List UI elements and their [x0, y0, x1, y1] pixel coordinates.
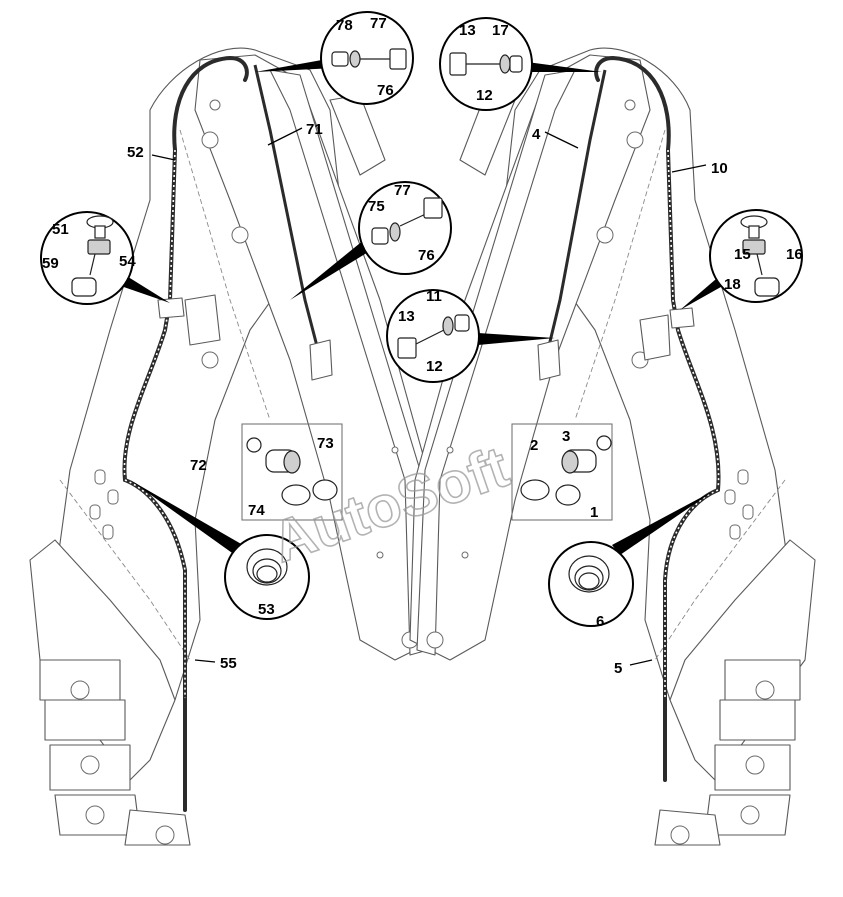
callout-59: 59	[42, 255, 59, 272]
inset-right-fittings	[520, 435, 612, 506]
bubble-53	[224, 534, 310, 620]
bubble-75-76-77	[358, 181, 452, 275]
callout-13-mid: 13	[398, 308, 415, 325]
callout-54: 54	[119, 253, 136, 270]
callout-10: 10	[711, 160, 728, 177]
bubble-51-59-54	[40, 211, 134, 305]
callout-15: 15	[734, 246, 751, 263]
bubble-13-17-12-top	[439, 17, 533, 111]
inset-left-fittings	[246, 437, 338, 506]
callout-5: 5	[614, 660, 622, 677]
callout-51: 51	[52, 221, 69, 238]
callout-12-mid: 12	[426, 358, 443, 375]
right-hoses	[537, 55, 721, 782]
leader-lines	[118, 58, 728, 666]
callout-78: 78	[336, 17, 353, 34]
callout-11: 11	[426, 288, 442, 305]
callout-12-top: 12	[476, 87, 493, 104]
callout-labels: 78 77 76 13 17 12 52 71 4 10 77 75 76 51…	[42, 15, 803, 677]
callout-3: 3	[562, 428, 570, 445]
callout-53: 53	[258, 601, 275, 618]
callout-77-top: 77	[370, 15, 387, 32]
callout-73: 73	[317, 435, 334, 452]
callout-52: 52	[127, 144, 144, 161]
bubble-13-11-12-mid	[386, 289, 480, 383]
callout-13-top: 13	[459, 22, 476, 39]
callout-2: 2	[530, 437, 538, 454]
bubble-15-16-18	[709, 209, 803, 303]
callout-17: 17	[492, 22, 509, 39]
callout-55: 55	[220, 655, 237, 672]
callout-76-mid: 76	[418, 247, 435, 264]
callout-16: 16	[786, 246, 803, 263]
callout-6: 6	[596, 613, 604, 630]
left-boom-structure	[29, 47, 436, 846]
bubble-6	[548, 541, 634, 627]
callout-74: 74	[248, 502, 265, 519]
callout-18: 18	[724, 276, 741, 293]
callout-75: 75	[368, 198, 385, 215]
callout-71: 71	[306, 121, 323, 138]
callout-77-mid: 77	[394, 182, 411, 199]
callout-4: 4	[532, 126, 541, 143]
bubble-78-77-76	[320, 11, 414, 105]
callout-1: 1	[590, 504, 598, 521]
callout-76-top: 76	[377, 82, 394, 99]
left-hoses	[122, 55, 333, 812]
callout-72: 72	[190, 457, 207, 474]
